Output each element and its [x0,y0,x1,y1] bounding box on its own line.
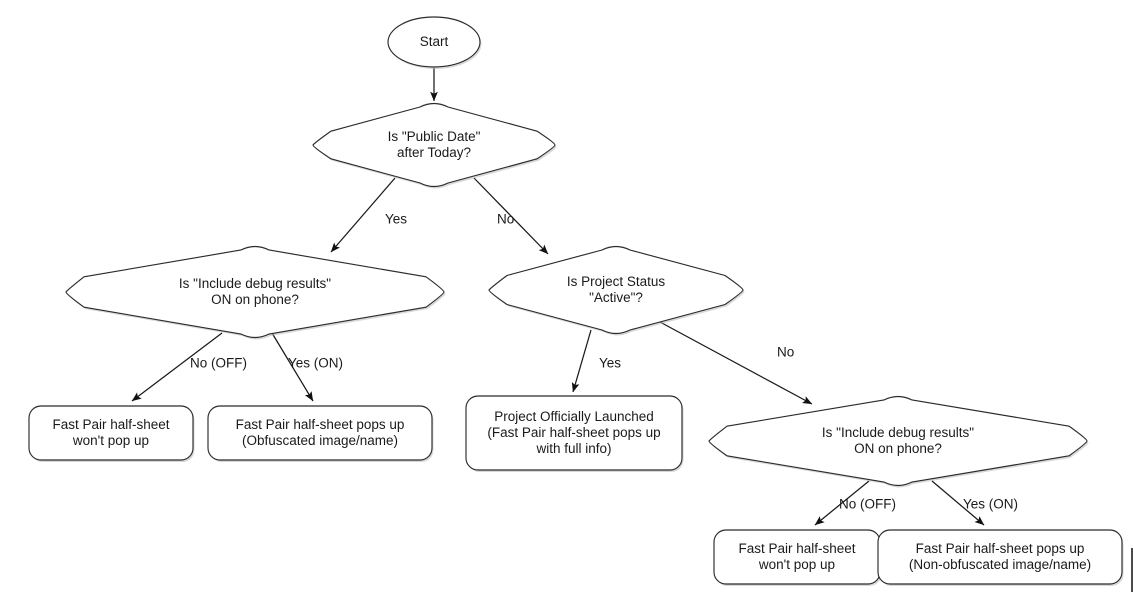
node-project-status-decision: Is Project Status"Active"? [488,245,745,336]
page-edge-artifact [1131,548,1133,592]
node-label: Project Officially Launched(Fast Pair ha… [487,409,660,456]
edge-arrow [814,480,870,526]
node-result-launched: Project Officially Launched(Fast Pair ha… [465,395,684,472]
edge-arrow [571,329,592,393]
node-label: Start [420,34,449,49]
edge-debug-right-yes-on: Yes (ON) [931,480,1018,526]
edge-project-status-yes: Yes [571,329,621,393]
node-label: Is "Include debug results"ON on phone? [822,425,974,456]
node-outline [207,405,433,461]
node-outline [387,16,481,68]
edge-arrow [931,480,985,526]
edge-arrow [659,321,813,405]
node-label: Fast Pair half-sheet pops up(Obfuscated … [236,417,405,448]
node-debug-results-decision-left: Is "Include debug results"ON on phone? [65,245,446,340]
node-start: Start [387,16,482,69]
edge-arrow [131,332,223,402]
node-outline [877,529,1123,585]
node-outline [312,102,556,188]
node-debug-results-decision-right: Is "Include debug results"ON on phone? [708,395,1089,488]
edge-public-date-no: No [473,177,549,255]
node-outline [28,405,194,461]
edge-arrow [473,177,549,255]
edge-debug-right-no-off: No (OFF) [814,480,896,526]
edge-debug-left-yes-on: Yes (ON) [271,332,343,402]
node-outline [488,245,744,335]
edge-debug-left-no-off: No (OFF) [131,332,247,402]
edge-label: Yes [385,212,407,227]
node-outline [465,395,683,471]
nodes-layer: Start Is "Public Date"after Today? Is "Inc… [28,16,1124,586]
node-label: Is Project Status"Active"? [567,274,666,305]
edge-arrow [271,332,314,402]
node-label: Fast Pair half-sheet pops up(Non-obfusca… [909,541,1091,572]
node-result-right-on: Fast Pair half-sheet pops up(Non-obfusca… [877,529,1124,586]
edge-label: Yes [599,356,621,371]
edge-project-status-no: No [659,321,813,405]
node-label: Is "Include debug results"ON on phone? [179,276,331,307]
edge-label: No [777,345,794,360]
node-result-left-on: Fast Pair half-sheet pops up(Obfuscated … [207,405,434,462]
edge-arrow [330,177,396,253]
edge-label: Yes (ON) [288,356,343,371]
node-outline [708,395,1088,487]
edge-label: No [497,212,514,227]
edge-label: No (OFF) [190,356,247,371]
edge-label: Yes (ON) [963,497,1018,512]
node-outline [65,245,445,339]
node-public-date-decision: Is "Public Date"after Today? [312,102,557,189]
edge-label: No (OFF) [839,497,896,512]
node-label: Is "Public Date"after Today? [388,129,481,160]
edge-public-date-yes: Yes [330,177,407,253]
